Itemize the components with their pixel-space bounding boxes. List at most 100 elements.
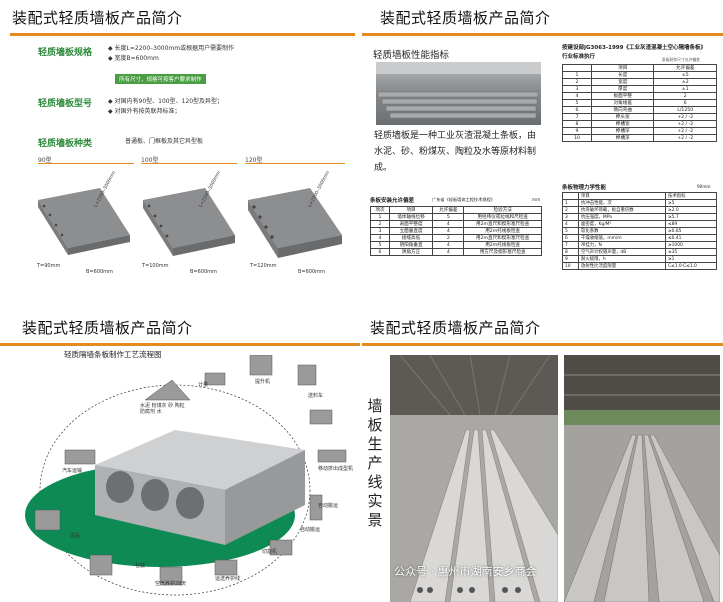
table-cell: 1 xyxy=(562,71,592,79)
install-title: 条板安装允许偏差 xyxy=(370,198,415,204)
table-cell: 2 xyxy=(653,92,717,100)
flow-step-label: 提升机 xyxy=(255,379,271,385)
table-cell: 2 xyxy=(562,206,579,214)
table-cell: +2 / -2 xyxy=(653,127,717,135)
table-cell: 5 xyxy=(370,241,390,249)
table-cell: 6 xyxy=(562,106,592,114)
panel-production: 装配式轻质墙板产品简介 墙 板 生 产 线 实 景 xyxy=(362,300,723,602)
physical-unit: 90mm xyxy=(697,184,711,189)
table-cell: 4 xyxy=(432,220,465,228)
title-rule xyxy=(0,343,360,346)
table-cell: 用经纬仪或拉线和尺检查 xyxy=(463,213,542,221)
table-cell: 抗弯破坏荷载，板自重倍数 xyxy=(577,206,666,214)
dim-thickness: T=100mm xyxy=(142,263,169,269)
table-cell: 2 xyxy=(562,78,592,86)
dim-thickness: T=120mm xyxy=(250,263,277,269)
model-line: ◆ 对国内有90型、100型、120型及异型； xyxy=(108,98,224,105)
table-cell: 面密度，Kg/M² xyxy=(577,220,666,228)
table-cell: 3 xyxy=(562,213,579,221)
table-cell: ±5 xyxy=(653,71,717,79)
panel-title: 装配式轻质墙板产品简介 xyxy=(370,319,541,337)
table-cell: ≤89 xyxy=(664,220,718,228)
spec-heading: 轻质墙板规格 xyxy=(38,48,93,58)
table-cell: ≤0.41 xyxy=(664,234,718,242)
column-header: 90型 xyxy=(38,155,134,164)
caption-char: 生 xyxy=(367,435,383,453)
table-cell: 10 xyxy=(562,262,579,270)
table-header-cell: 项目 xyxy=(590,64,655,72)
table-cell: ±1 xyxy=(653,85,717,93)
table-cell: 4 xyxy=(562,220,579,228)
table-cell: 阴角方正 xyxy=(388,248,434,256)
table-cell: 用2m托线板检查 xyxy=(463,227,542,235)
table-cell: 耐火极限，h xyxy=(577,255,666,263)
table-cell: L/1250 xyxy=(653,106,717,114)
table-cell: 7 xyxy=(562,241,579,249)
table-cell: 10 xyxy=(562,134,592,142)
flow-step-label: 空气养护28天 xyxy=(155,581,187,587)
table-cell: 空气声计权隔声量，dB xyxy=(577,248,666,256)
panel-performance: 装配式轻质墙板产品简介 轻质墙板性能指标 轻质墙板是一种工业灰渣混凝土条板，由水… xyxy=(362,0,723,300)
table-cell: ≥5.7 xyxy=(664,213,718,221)
table-cell: 用方尺及楔形塞尺检查 xyxy=(463,248,542,256)
table-cell: 墙体轴线位移 xyxy=(388,213,434,221)
table-cell: 板面平整 xyxy=(590,92,655,100)
model-line: ◆ 对国外有按英联邦标准； xyxy=(108,108,181,115)
table-cell: 5 xyxy=(562,227,579,235)
slab-90-image xyxy=(38,188,130,255)
flow-step-label: 成品 xyxy=(70,533,81,539)
table-cell: 9 xyxy=(562,255,579,263)
table-cell: 4 xyxy=(370,234,390,242)
dim-width: B=600mm xyxy=(190,269,217,275)
panel-title: 装配式轻质墙板产品简介 xyxy=(12,9,183,27)
table-cell: 吊挂力，N xyxy=(577,241,666,249)
table-cell: +2 / -2 xyxy=(653,113,717,121)
table-cell: +2 / -2 xyxy=(653,120,717,128)
flow-step-label: 汽车运输 xyxy=(62,468,83,474)
table-cell: 1 xyxy=(562,199,579,207)
warehouse-photo xyxy=(376,62,541,125)
table-cell: 3 xyxy=(562,85,592,93)
caption-char: 墙 xyxy=(367,397,383,415)
table-cell: ±2 xyxy=(653,78,717,86)
table-header-cell: 技术指标 xyxy=(664,192,718,200)
table-header-cell: 项目 xyxy=(577,192,666,200)
table-cell: 榫头宽 xyxy=(590,113,655,121)
title-rule xyxy=(362,343,723,346)
flow-step-label: 移动挤出成型机 xyxy=(318,466,354,472)
standard-title: 按建设部JG3063-1999《工业灰渣混凝土空心隔墙条板》 xyxy=(562,45,706,51)
table-cell: 干燥收缩值，mm/m xyxy=(577,234,666,242)
kind-text: 普通板、门框板及其它异型板 xyxy=(125,138,204,145)
title-rule xyxy=(10,33,355,36)
watermark: 公众号 · 惠州市湖南安乡商会 xyxy=(394,565,537,578)
table-cell: 放射性比活度限量 xyxy=(577,262,666,270)
panel-specs: 装配式轻质墙板产品简介 轻质墙板规格 ◆ 长度L=2200–3000mm或根据用… xyxy=(0,0,360,300)
table-cell: 立面垂直度 xyxy=(388,227,434,235)
table-cell: 侧向弯曲 xyxy=(590,106,655,114)
table-cell: 6 xyxy=(370,248,390,256)
table-header-cell: 项目 xyxy=(388,206,434,214)
table-header-cell: 检验方法 xyxy=(463,206,542,214)
standard-subtitle: 行业标准执行 xyxy=(562,54,596,60)
table-cell: 2 xyxy=(370,220,390,228)
table-cell: 2 xyxy=(432,234,465,242)
table-header-cell: 允许偏差 xyxy=(653,64,717,72)
